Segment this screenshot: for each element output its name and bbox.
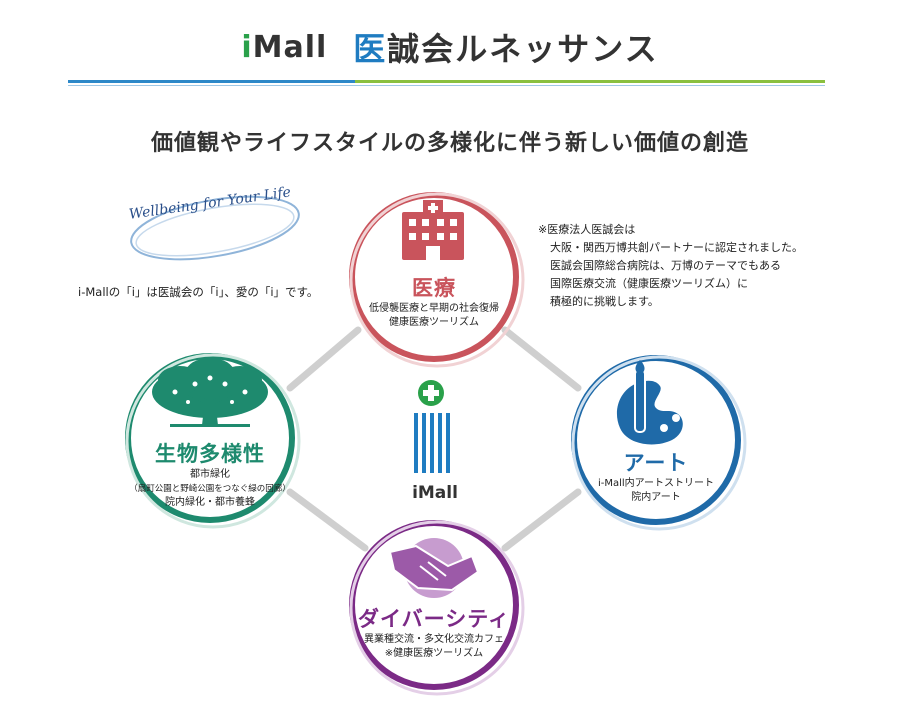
art-line: 院内アート — [631, 492, 681, 503]
biodiversity-line: 院内緑化・都市養蜂 — [165, 497, 255, 508]
diversity-label: ダイバーシティ 異業種交流・多文化交流カフェ ※健康医療ツーリズム — [344, 603, 524, 661]
hospital-icon — [402, 200, 464, 260]
medical-line: 低侵襲医療と早期の社会復帰 — [369, 303, 499, 314]
expo-notes: ※医療法人医誠会は 大阪・関西万博共創パートナーに認定されました。 医誠会国際総… — [538, 221, 803, 311]
center-logo-text: iMall — [412, 483, 458, 503]
medical-circle — [349, 192, 525, 368]
diversity-title: ダイバーシティ — [358, 607, 510, 631]
note-line: 積極的に挑戦します。 — [550, 295, 659, 308]
medical-line: 健康医療ツーリズム — [389, 317, 479, 328]
connector-lines — [286, 326, 582, 552]
note-line: 大阪・関西万博共創パートナーに認定されました。 — [550, 241, 803, 254]
art-label: アート i-Mall内アートストリート 院内アート — [571, 447, 741, 505]
header-rule-green — [355, 80, 825, 83]
palette-brush-icon — [616, 360, 683, 445]
imall-brand-logo: iMall — [241, 29, 328, 65]
diversity-circle — [349, 520, 525, 696]
page-title: 医誠会ルネッサンス — [353, 30, 659, 68]
header-rule-blue — [68, 80, 540, 83]
subtitle: 価値観やライフスタイルの多様化に伴う新しい価値の創造 — [150, 131, 749, 156]
biodiversity-title: 生物多様性 — [155, 442, 265, 466]
header-rule-thin — [68, 85, 825, 86]
medical-label: 医療 低侵襲医療と早期の社会復帰 健康医療ツーリズム — [349, 272, 519, 330]
biodiversity-line: 都市緑化 — [190, 469, 230, 480]
art-title: アート — [623, 451, 689, 475]
diversity-line: 異業種交流・多文化交流カフェ — [364, 634, 504, 645]
medical-title: 医療 — [412, 276, 456, 300]
note-line: 医誠会国際総合病院は、万博のテーマでもある — [550, 259, 781, 272]
imall-note: i-Mallの「i」は医誠会の「i」、愛の「i」です。 — [78, 285, 319, 299]
art-line: i-Mall内アートストリート — [597, 478, 715, 489]
diversity-line: ※健康医療ツーリズム — [384, 648, 484, 659]
center-logo-mark — [414, 380, 450, 473]
tree-icon — [152, 358, 268, 427]
note-line: 国際医療交流（健康医療ツーリズム）に — [550, 277, 748, 290]
biodiversity-line: （扇町公園と野崎公園をつなぐ緑の回廊） — [129, 484, 291, 494]
note-line: ※医療法人医誠会は — [538, 223, 636, 236]
biodiversity-circle — [125, 353, 301, 529]
art-circle — [571, 355, 747, 531]
wellbeing-logo-swoosh — [130, 195, 300, 261]
biodiversity-label: 生物多様性 都市緑化 （扇町公園と野崎公園をつなぐ緑の回廊） 院内緑化・都市養蜂 — [115, 438, 305, 510]
handshake-globe-icon — [388, 538, 480, 598]
header: iMall 医誠会ルネッサンス — [0, 22, 900, 72]
